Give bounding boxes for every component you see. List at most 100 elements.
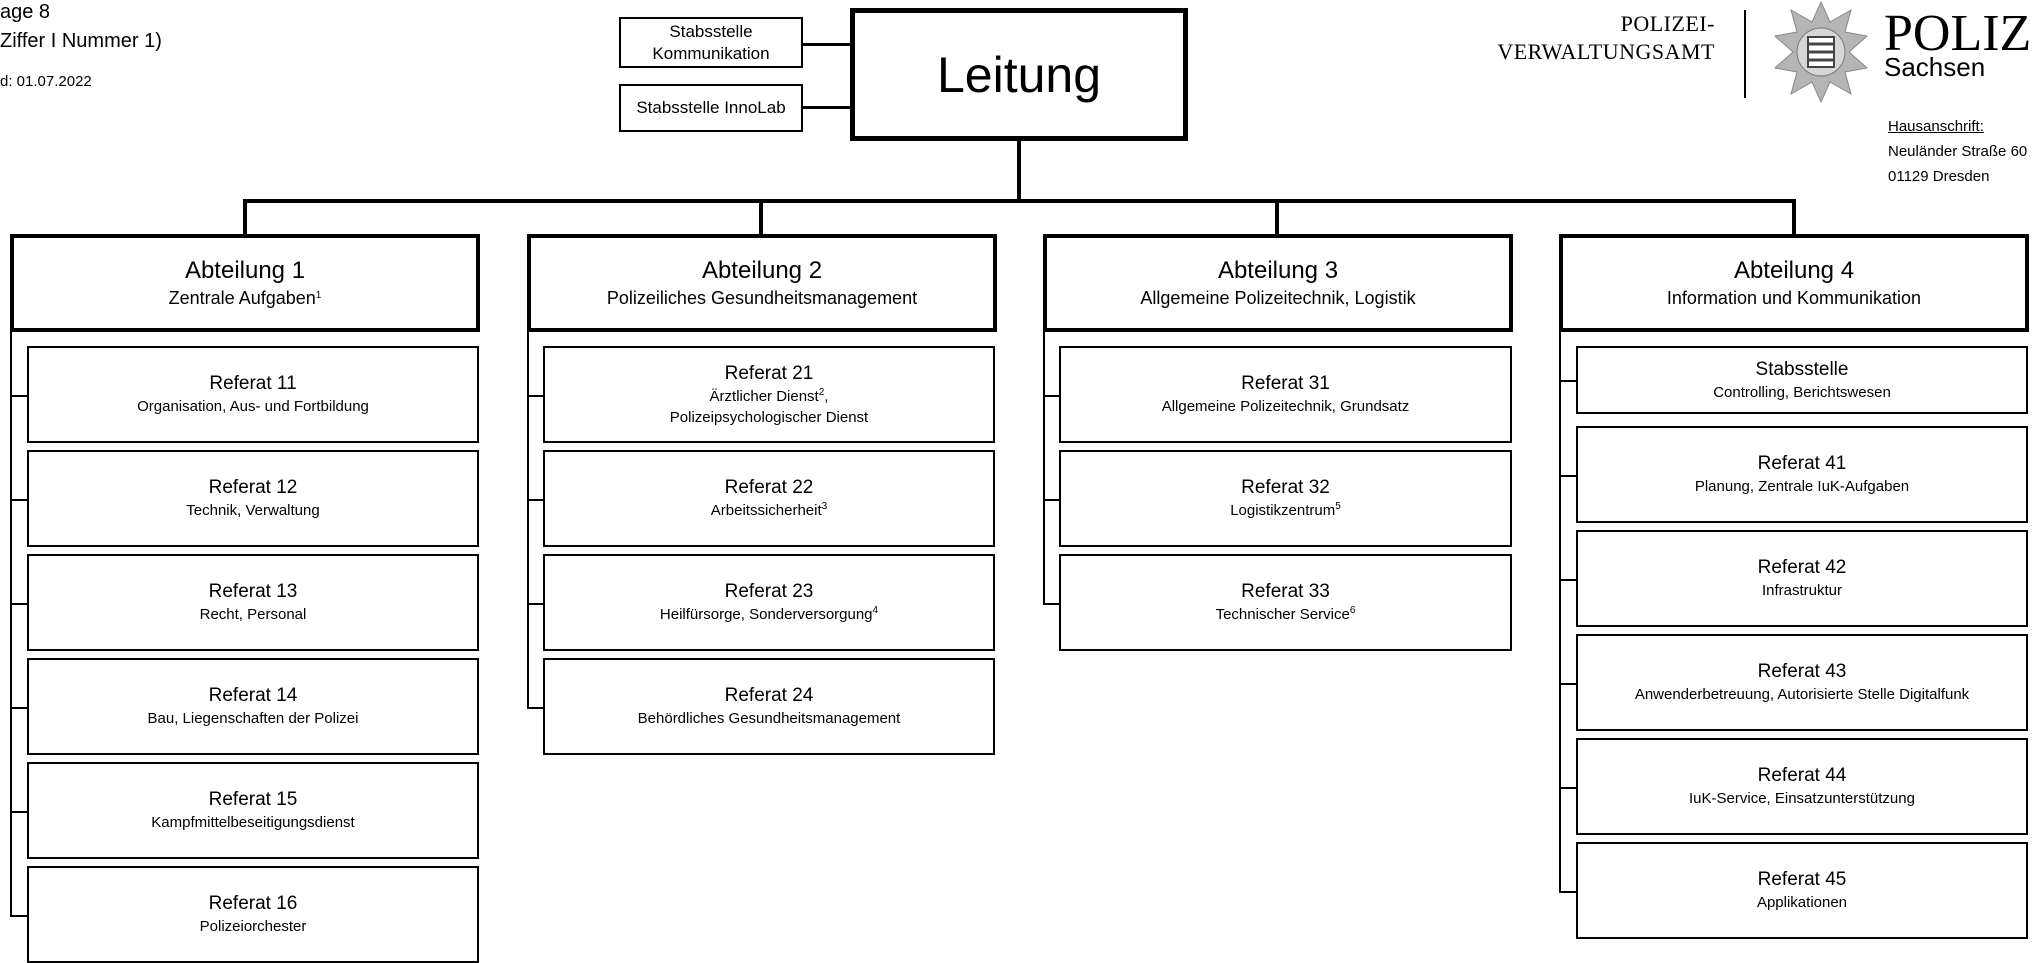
unit-connector: [527, 394, 543, 397]
department-connector: [243, 199, 247, 235]
unit-description: Kampfmittelbeseitigungsdienst: [151, 814, 355, 831]
department-spine: [10, 332, 12, 916]
unit-connector: [527, 706, 543, 709]
leitung-connector: [1017, 141, 1021, 201]
unit-title: Referat 12: [208, 477, 298, 498]
address-label: Hausanschrift:: [1888, 118, 1984, 135]
page-reference: age 8: [0, 1, 51, 23]
unit-connector: [10, 498, 27, 501]
unit-connector: [527, 602, 543, 605]
unit-description: Infrastruktur: [1761, 582, 1843, 599]
department-bus-line: [243, 199, 1796, 203]
unit-title: Referat 21: [724, 362, 814, 384]
unit-title: Referat 13: [208, 581, 298, 602]
police-star-icon: [1773, 0, 1869, 104]
org-unit-box: Referat 43 Anwenderbetreuung, Autorisiert…: [1576, 634, 2028, 731]
department-subtitle: Information und Kommunikation: [1666, 288, 1922, 308]
unit-description: Technik, Verwaltung: [186, 502, 320, 519]
department-spine: [1559, 332, 1561, 892]
address-city: 01129 Dresden: [1888, 168, 1990, 185]
org-unit-box: Referat 32 Logistikzentrum5: [1059, 450, 1512, 547]
unit-description: Polizeiorchester: [199, 918, 307, 935]
unit-description: Bau, Liegenschaften der Polizei: [147, 710, 359, 727]
unit-connector: [1559, 578, 1576, 581]
unit-title: Referat 45: [1757, 869, 1847, 890]
unit-connector: [1043, 602, 1059, 605]
staff-connector: [802, 43, 852, 46]
unit-title: Referat 22: [724, 477, 814, 498]
unit-description: Applikationen: [1756, 894, 1848, 911]
unit-title: Referat 42: [1757, 557, 1847, 578]
agency-name-line1: POLIZEI-: [1620, 11, 1715, 36]
department-subtitle: Allgemeine Polizeitechnik, Logistik: [1140, 288, 1416, 308]
staff-unit-innolab: Stabsstelle InnoLab: [619, 84, 803, 132]
unit-description: Organisation, Aus- und Fortbildung: [137, 398, 369, 415]
brand-name: POLIZ: [1884, 5, 2032, 62]
org-unit-box: Referat 15 Kampfmittelbeseitigungsdienst: [27, 762, 479, 859]
unit-connector: [1559, 380, 1576, 382]
staff-connector: [802, 106, 852, 109]
footnote-marker: 5: [1335, 501, 1341, 512]
org-unit-box: Referat 33 Technischer Service6: [1059, 554, 1512, 651]
department-subtitle: Polizeiliches Gesundheitsmanagement: [606, 288, 918, 308]
unit-title: Referat 33: [1241, 581, 1330, 602]
footnote-marker: 3: [821, 501, 828, 512]
status-date: d: 01.07.2022: [0, 73, 92, 90]
unit-description: Arbeitssicherheit3: [710, 501, 828, 520]
staff-unit-communication: Stabsstelle Kommunikation: [619, 17, 803, 68]
address-street: Neuländer Straße 60: [1888, 143, 2028, 160]
org-unit-box: Referat 12 Technik, Verwaltung: [27, 450, 479, 547]
unit-description: Controlling, Berichtswesen: [1713, 383, 1891, 401]
unit-description: Logistikzentrum5: [1230, 501, 1341, 520]
unit-description: Polizeipsychologischer Dienst: [669, 408, 869, 426]
unit-description: Technischer Service6: [1215, 605, 1356, 624]
unit-connector: [527, 498, 543, 501]
unit-title: Referat 31: [1241, 373, 1330, 394]
unit-title: Referat 15: [208, 789, 298, 810]
unit-description: Heilfürsorge, Sonderversorgung4: [659, 605, 879, 624]
unit-title: Referat 11: [209, 373, 297, 394]
staff-unit-line: Kommunikation: [652, 43, 770, 63]
department-connector: [1275, 199, 1279, 235]
leitung-box: Leitung: [850, 8, 1188, 141]
footnote-marker: 6: [1349, 605, 1356, 616]
department-spine: [527, 332, 529, 708]
department-connector: [759, 199, 763, 235]
unit-connector: [10, 394, 27, 397]
footnote-marker: 2: [818, 386, 825, 398]
unit-connector: [10, 914, 27, 917]
unit-title: Referat 43: [1757, 661, 1847, 682]
department-title: Abteilung 3: [1217, 257, 1339, 284]
unit-connector: [1559, 890, 1576, 893]
legal-reference: Ziffer I Nummer 1): [0, 30, 162, 52]
unit-description: Planung, Zentrale IuK-Aufgaben: [1694, 478, 1910, 495]
logo-divider: [1744, 10, 1746, 98]
agency-name: POLIZEI- VERWALTUNGSAMT: [1497, 10, 1715, 66]
unit-connector: [1043, 498, 1059, 501]
unit-description: Anwenderbetreuung, Autorisierte Stelle D…: [1634, 686, 1970, 703]
department-title: Abteilung 4: [1733, 257, 1855, 284]
leitung-title: Leitung: [936, 46, 1102, 103]
department-header: Abteilung 2 Polizeiliches Gesundheitsmana…: [527, 234, 997, 332]
agency-name-line2: VERWALTUNGSAMT: [1497, 39, 1715, 64]
department-header: Abteilung 4 Information und Kommunikation: [1559, 234, 2029, 332]
unit-description: Behördliches Gesundheitsmanagement: [637, 710, 901, 727]
footnote-marker: 4: [872, 605, 879, 616]
unit-title: Referat 16: [208, 893, 298, 914]
org-unit-box: Referat 42 Infrastruktur: [1576, 530, 2028, 627]
staff-unit-line: Stabsstelle: [669, 21, 753, 41]
unit-connector: [10, 706, 27, 709]
unit-connector: [1559, 786, 1576, 789]
unit-title: Stabsstelle: [1755, 358, 1849, 380]
department-title: Abteilung 2: [701, 257, 823, 284]
unit-connector: [1043, 394, 1059, 397]
unit-connector: [1559, 474, 1576, 477]
unit-title: Referat 32: [1241, 477, 1330, 498]
department-subtitle: Zentrale Aufgaben1: [168, 288, 322, 308]
